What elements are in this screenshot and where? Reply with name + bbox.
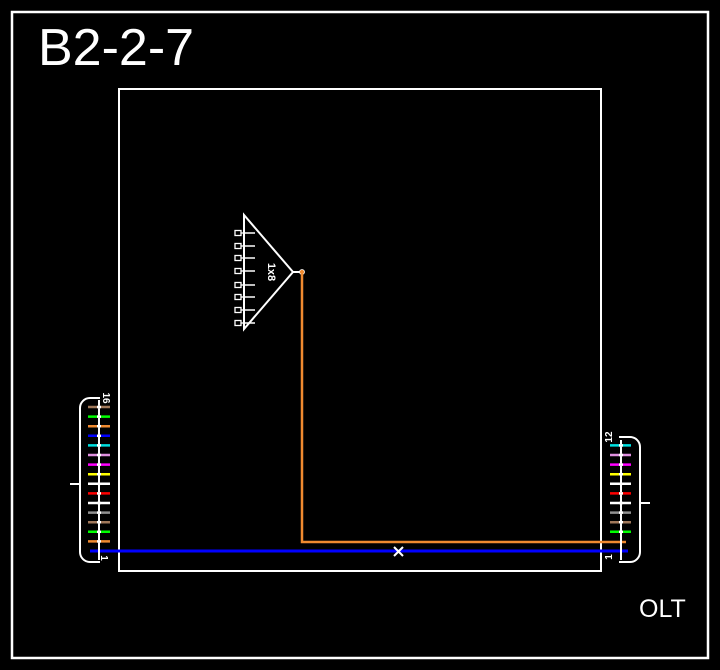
splitter-port-3[interactable] [234, 254, 242, 262]
outer-frame [10, 10, 710, 660]
left-cassette-top-label: 16 [100, 392, 111, 404]
splitter-label: 1x8 [265, 263, 277, 281]
left-cassette-bracket [79, 397, 100, 563]
left-cassette[interactable]: 16 1 [70, 392, 111, 563]
splitter-port-4[interactable] [234, 267, 242, 275]
splitter-port-6[interactable] [234, 293, 242, 301]
splitter-port-5[interactable] [234, 281, 242, 289]
drop-fiber-orange[interactable] [300, 272, 626, 544]
splitter-triangle-icon [243, 212, 295, 332]
enclosure-box[interactable] [118, 88, 602, 572]
enclosure-title: B2-2-7 [38, 19, 195, 77]
splitter-output-ports [234, 229, 255, 327]
left-cassette-fibers [88, 405, 110, 543]
splitter-port-7[interactable] [234, 306, 242, 314]
right-cassette-bottom-label: 1 [604, 554, 615, 560]
right-cassette-top-label: 12 [604, 431, 615, 443]
splitter-port-1[interactable] [234, 229, 242, 237]
right-cassette-bracket [619, 436, 641, 563]
splice-marker-icon[interactable] [393, 546, 404, 557]
splitter-port-8[interactable] [234, 319, 242, 327]
splitter-1x8[interactable]: 1x8 [234, 212, 305, 332]
olt-label: OLT [639, 595, 686, 623]
right-cassette[interactable]: 12 1 [604, 431, 650, 563]
splitter-port-2[interactable] [234, 242, 242, 250]
right-cassette-fibers [610, 444, 631, 534]
left-cassette-bottom-label: 1 [98, 555, 109, 561]
